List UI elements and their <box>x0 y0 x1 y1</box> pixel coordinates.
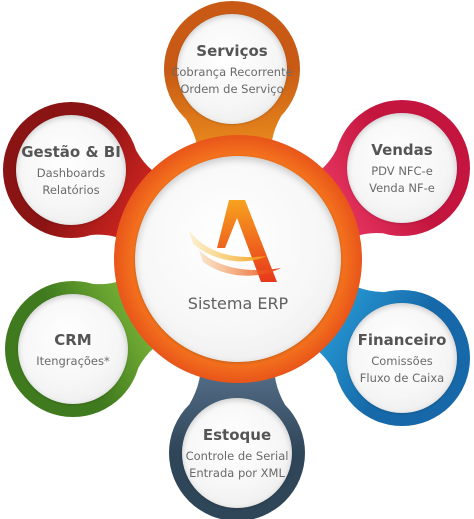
module-financeiro-title: Financeiro <box>357 331 447 349</box>
module-vendas-line-2: Venda NF-e <box>369 181 435 195</box>
module-vendas[interactable]: Vendas PDV NFC-e Venda NF-e <box>347 113 457 223</box>
module-crm-title: CRM <box>54 330 92 349</box>
module-financeiro-line-2: Fluxo de Caixa <box>359 371 445 385</box>
module-estoque-line-1: Controle de Serial <box>185 449 289 463</box>
module-crm-line-1: Itengrações* <box>36 353 110 368</box>
module-gestao-bi-line-2: Relatórios <box>42 183 100 197</box>
module-crm[interactable]: CRM Itengrações* <box>18 294 128 404</box>
module-estoque[interactable]: Estoque Controle de Serial Entrada por X… <box>182 398 292 508</box>
center-label: Sistema ERP <box>187 294 289 313</box>
module-vendas-title: Vendas <box>371 141 433 159</box>
module-gestao-bi-line-1: Dashboards <box>36 166 106 180</box>
module-servicos[interactable]: Serviços Cobrança Recorrente Ordem de Se… <box>171 14 293 124</box>
module-financeiro-line-1: Comissões <box>371 354 433 368</box>
module-estoque-line-2: Entrada por XML <box>189 466 285 480</box>
module-gestao-bi[interactable]: Gestão & BI Dashboards Relatórios <box>16 115 126 225</box>
module-servicos-line-1: Cobrança Recorrente <box>171 65 293 79</box>
module-servicos-line-2: Ordem de Serviço <box>180 82 284 96</box>
module-servicos-title: Serviços <box>196 42 268 60</box>
center-hub[interactable]: Sistema ERP <box>135 156 341 362</box>
module-estoque-title: Estoque <box>202 426 272 444</box>
module-vendas-line-1: PDV NFC-e <box>371 164 433 178</box>
module-financeiro[interactable]: Financeiro Comissões Fluxo de Caixa <box>347 303 457 413</box>
module-gestao-bi-title: Gestão & BI <box>21 143 121 161</box>
stylized-a-flame-logo-icon <box>189 200 281 282</box>
